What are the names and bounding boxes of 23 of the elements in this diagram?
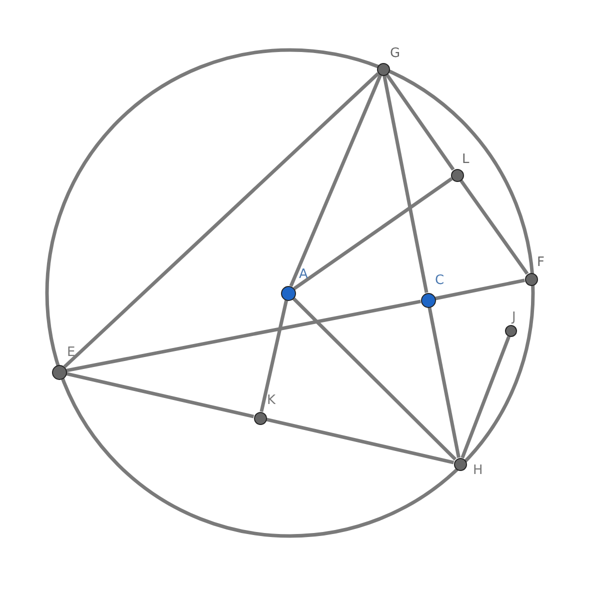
line-segment [385,73,455,171]
point-label: G [390,46,400,61]
line-segment [289,74,382,287]
line-segment [460,336,510,459]
line-segment [260,300,288,412]
line-segment [266,418,454,464]
point-label: A [299,267,308,282]
point-label: F [537,255,544,270]
line-segment [66,372,254,418]
point-label: K [267,393,276,408]
line-segment [66,300,421,372]
point-label: E [67,345,76,360]
line-segment [428,307,460,458]
line-segment [382,75,428,293]
line-segment [435,278,525,300]
point-label: H [473,463,483,478]
point-label: C [435,273,444,288]
line-segment [63,72,380,368]
point-label: L [462,152,470,167]
line-segment [459,179,529,275]
line-segment [293,177,453,290]
point-label: J [512,310,516,325]
line-segment [292,297,457,461]
